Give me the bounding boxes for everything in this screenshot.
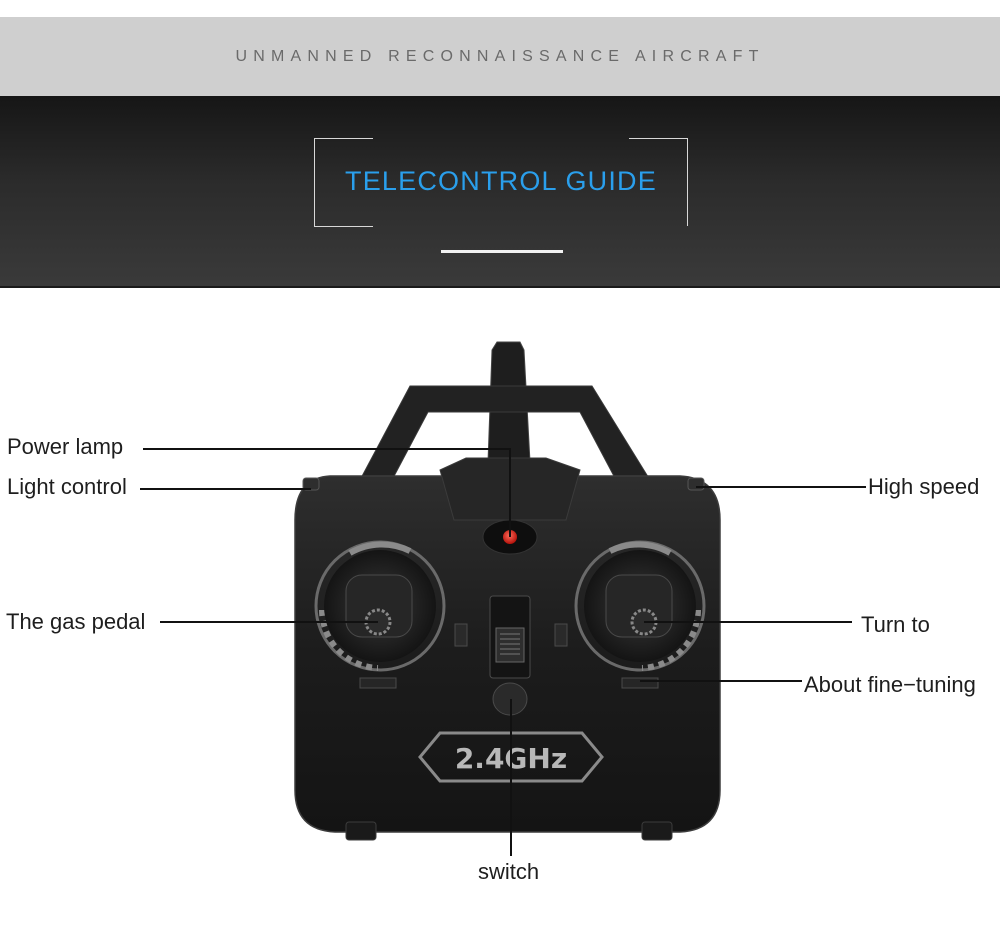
power-lamp-label: Power lamp — [7, 434, 124, 459]
title-underline — [441, 250, 563, 253]
left-foot — [345, 821, 377, 841]
frame-right-bracket — [629, 138, 688, 226]
left-stick-ring-accent-top — [348, 541, 412, 556]
left-stick-group — [314, 540, 446, 672]
header-subtitle: UNMANNED RECONNAISSANCE AIRCRAFT — [235, 47, 765, 65]
high-speed-button[interactable] — [687, 477, 705, 491]
light-control-label: Light control — [7, 474, 127, 499]
frame-left-bracket — [314, 138, 373, 227]
switch-label: switch — [478, 859, 540, 884]
right-stick-ring-accent-top — [608, 541, 672, 556]
right-stick-ring-accent — [641, 609, 701, 671]
left-fine-tune-button[interactable] — [359, 677, 397, 689]
power-lamp-leader — [143, 448, 511, 537]
right-trim-tab[interactable] — [554, 623, 568, 647]
turn-to-label: Turn to — [861, 612, 930, 637]
right-stick-group — [574, 540, 706, 672]
right-fine-tune-button[interactable] — [621, 677, 659, 689]
header-top-band: UNMANNED RECONNAISSANCE AIRCRAFT — [0, 17, 1000, 96]
gas-pedal-label: The gas pedal — [6, 609, 146, 634]
title-frame: TELECONTROL GUIDE — [314, 138, 688, 227]
header-dark-band: TELECONTROL GUIDE — [0, 96, 1000, 288]
frequency-badge-outline — [418, 731, 604, 783]
right-foot — [641, 821, 673, 841]
left-stick-ring-accent — [319, 609, 379, 671]
throttle-slider[interactable] — [495, 627, 525, 663]
slider-grip-lines — [500, 633, 520, 655]
high-speed-label: High speed — [868, 474, 980, 499]
left-trim-tab[interactable] — [454, 623, 468, 647]
page-title: TELECONTROL GUIDE — [345, 166, 657, 196]
fine-tuning-label: About fine−tuning — [804, 672, 976, 697]
